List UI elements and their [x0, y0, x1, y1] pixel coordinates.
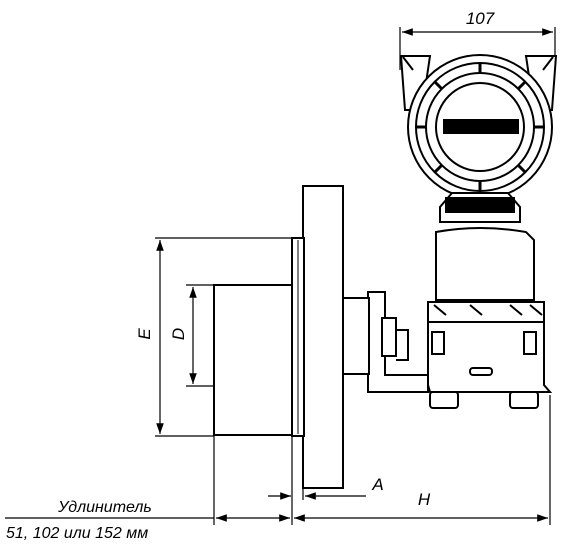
extension-title: Удлинитель — [57, 499, 152, 516]
dimension-D-label: D — [169, 328, 188, 340]
dimension-D — [186, 284, 214, 387]
extension-options: 51, 102 или 152 мм — [6, 525, 148, 542]
mounting-bracket — [367, 291, 429, 393]
dimension-H-label: H — [418, 490, 431, 509]
dimension-E-label: E — [135, 328, 154, 340]
dimension-A-label: A — [371, 475, 383, 494]
dimension-E — [155, 237, 292, 437]
transmitter-housing — [399, 54, 558, 223]
extension-lines — [213, 395, 551, 525]
extension-body — [213, 284, 293, 436]
process-flange — [291, 185, 370, 489]
sensor-module — [435, 227, 535, 301]
process-flange-block — [427, 301, 553, 409]
dimension-107-label: 107 — [466, 9, 495, 28]
